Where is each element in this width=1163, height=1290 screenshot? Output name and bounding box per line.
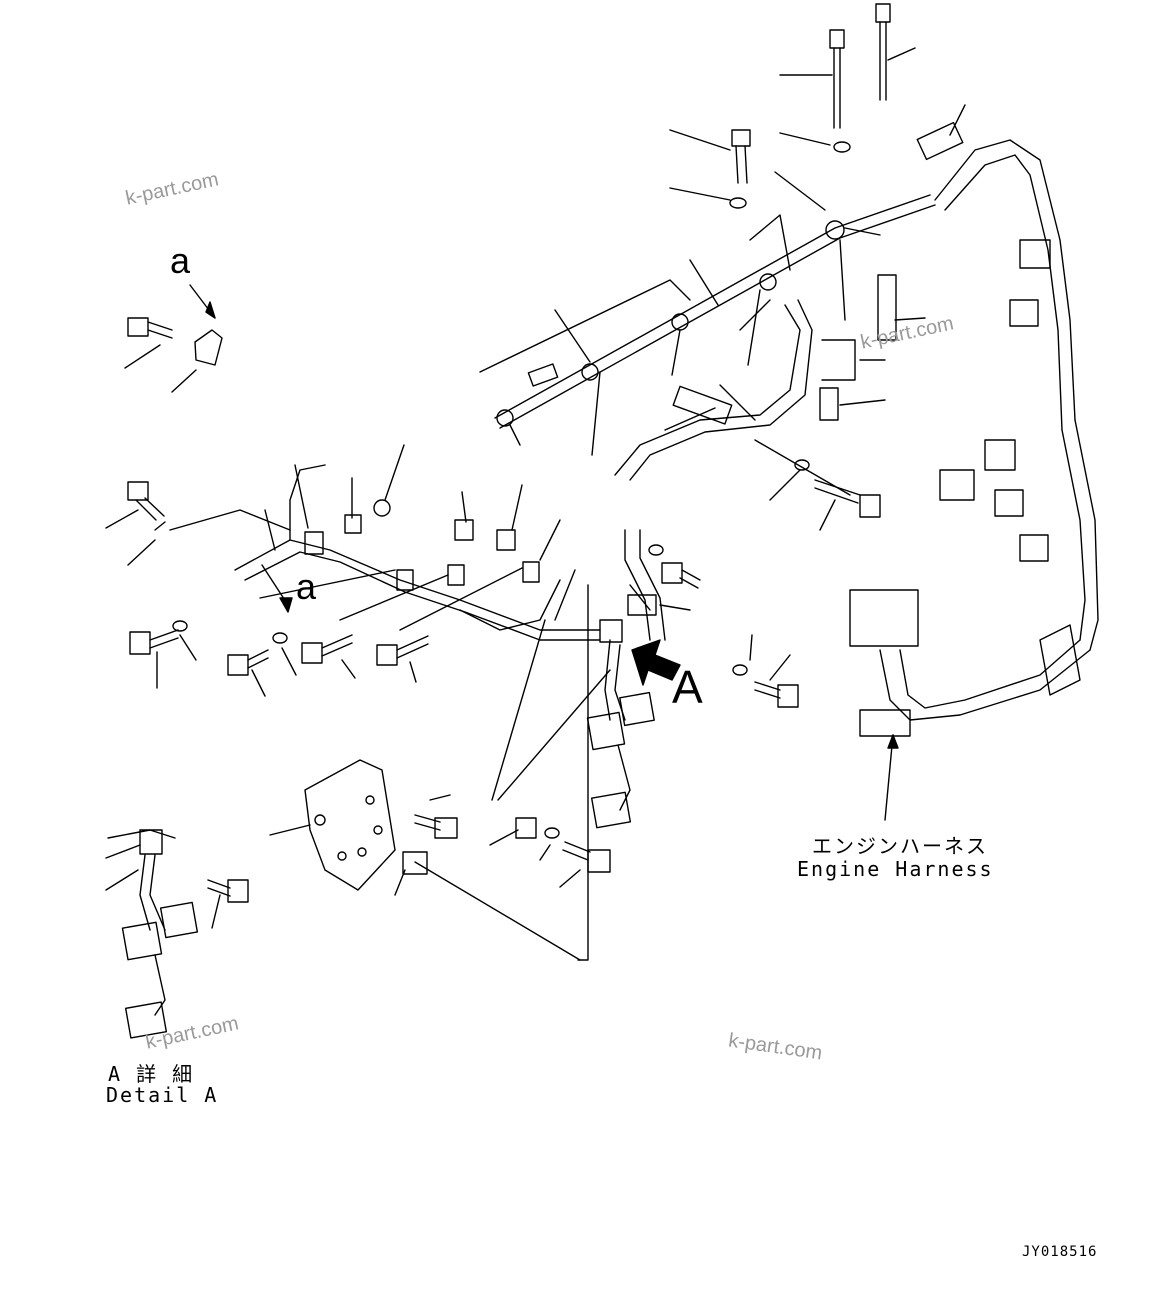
detail-a-label-jp: A 詳 細 [108,1062,195,1086]
upper-harness-rail [494,139,1076,456]
view-a-arrow [631,639,681,686]
fastener-parts [127,317,881,708]
middle-harness [614,299,813,641]
upper-rail-clamps [496,121,964,427]
detail-a-label-en: Detail A [106,1083,219,1107]
view-a-label: A [672,661,703,713]
detail-a-drawing [105,829,249,1039]
leader-lines-upper [479,47,966,531]
callout-a-top: a [170,240,191,281]
a-indicator-arrows [189,284,293,613]
right-connectors [939,239,1099,651]
a-connectors [586,639,655,829]
engine-harness-label-en: Engine Harness [797,857,994,881]
leader-lines-lower [105,344,791,961]
engine-harness-lower [849,589,1091,821]
drawing-number: JY018516 [1022,1244,1098,1260]
engine-harness-label-jp: エンジンハーネス [812,834,988,858]
callout-a-bottom: a [296,566,317,607]
long-bolts [729,3,897,421]
bracket-plate [269,759,611,961]
left-lower-harness [234,464,657,643]
